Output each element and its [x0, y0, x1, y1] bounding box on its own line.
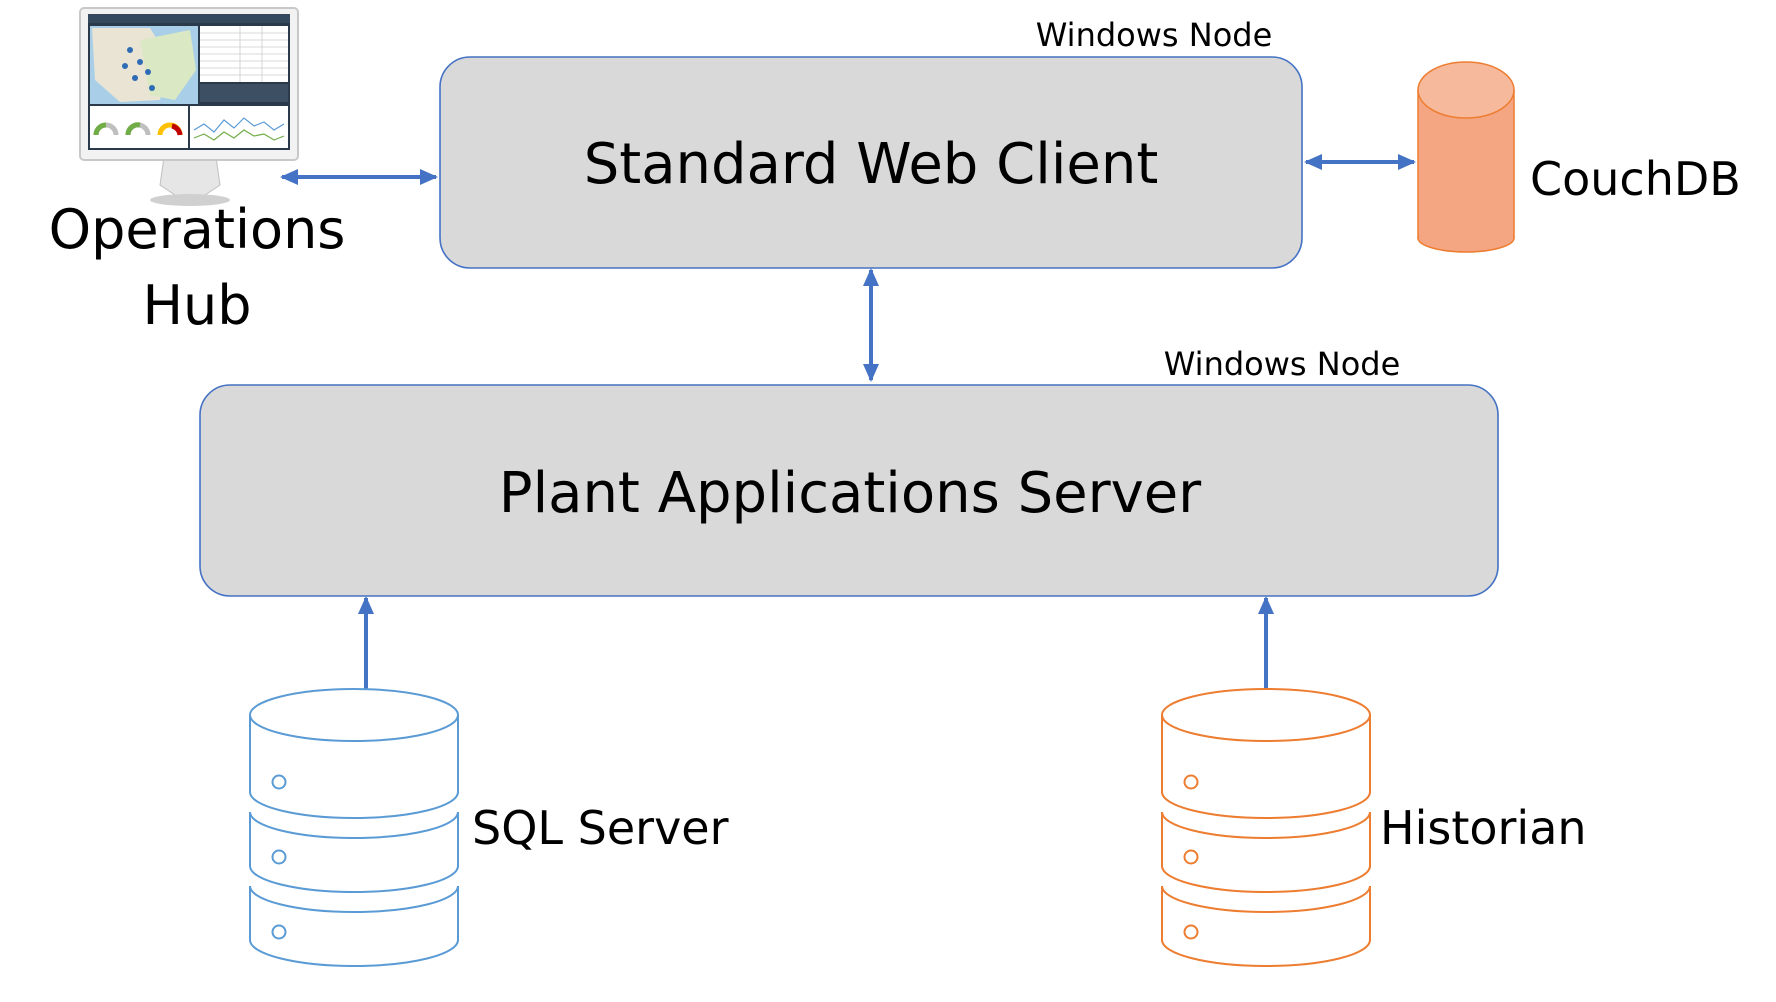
sql-server-label: SQL Server: [472, 801, 729, 855]
plant-server-host-label: Windows Node: [1164, 345, 1401, 383]
couchdb-label: CouchDB: [1530, 152, 1741, 206]
plant-server-label: Plant Applications Server: [499, 461, 1202, 526]
web-client-label: Standard Web Client: [584, 132, 1159, 197]
operations-hub-label-line1: Operations: [49, 198, 346, 261]
monitor-dashboard-icon: [79, 7, 299, 206]
stacked-database-icon: [1161, 688, 1371, 967]
plant-server-box: [199, 384, 1499, 597]
web-client-host-label: Windows Node: [1036, 16, 1273, 54]
operations-hub-label-line2: Hub: [142, 274, 251, 337]
cylinder-database-icon: [1417, 61, 1515, 253]
stacked-database-icon: [249, 688, 459, 967]
historian-label: Historian: [1380, 801, 1587, 855]
